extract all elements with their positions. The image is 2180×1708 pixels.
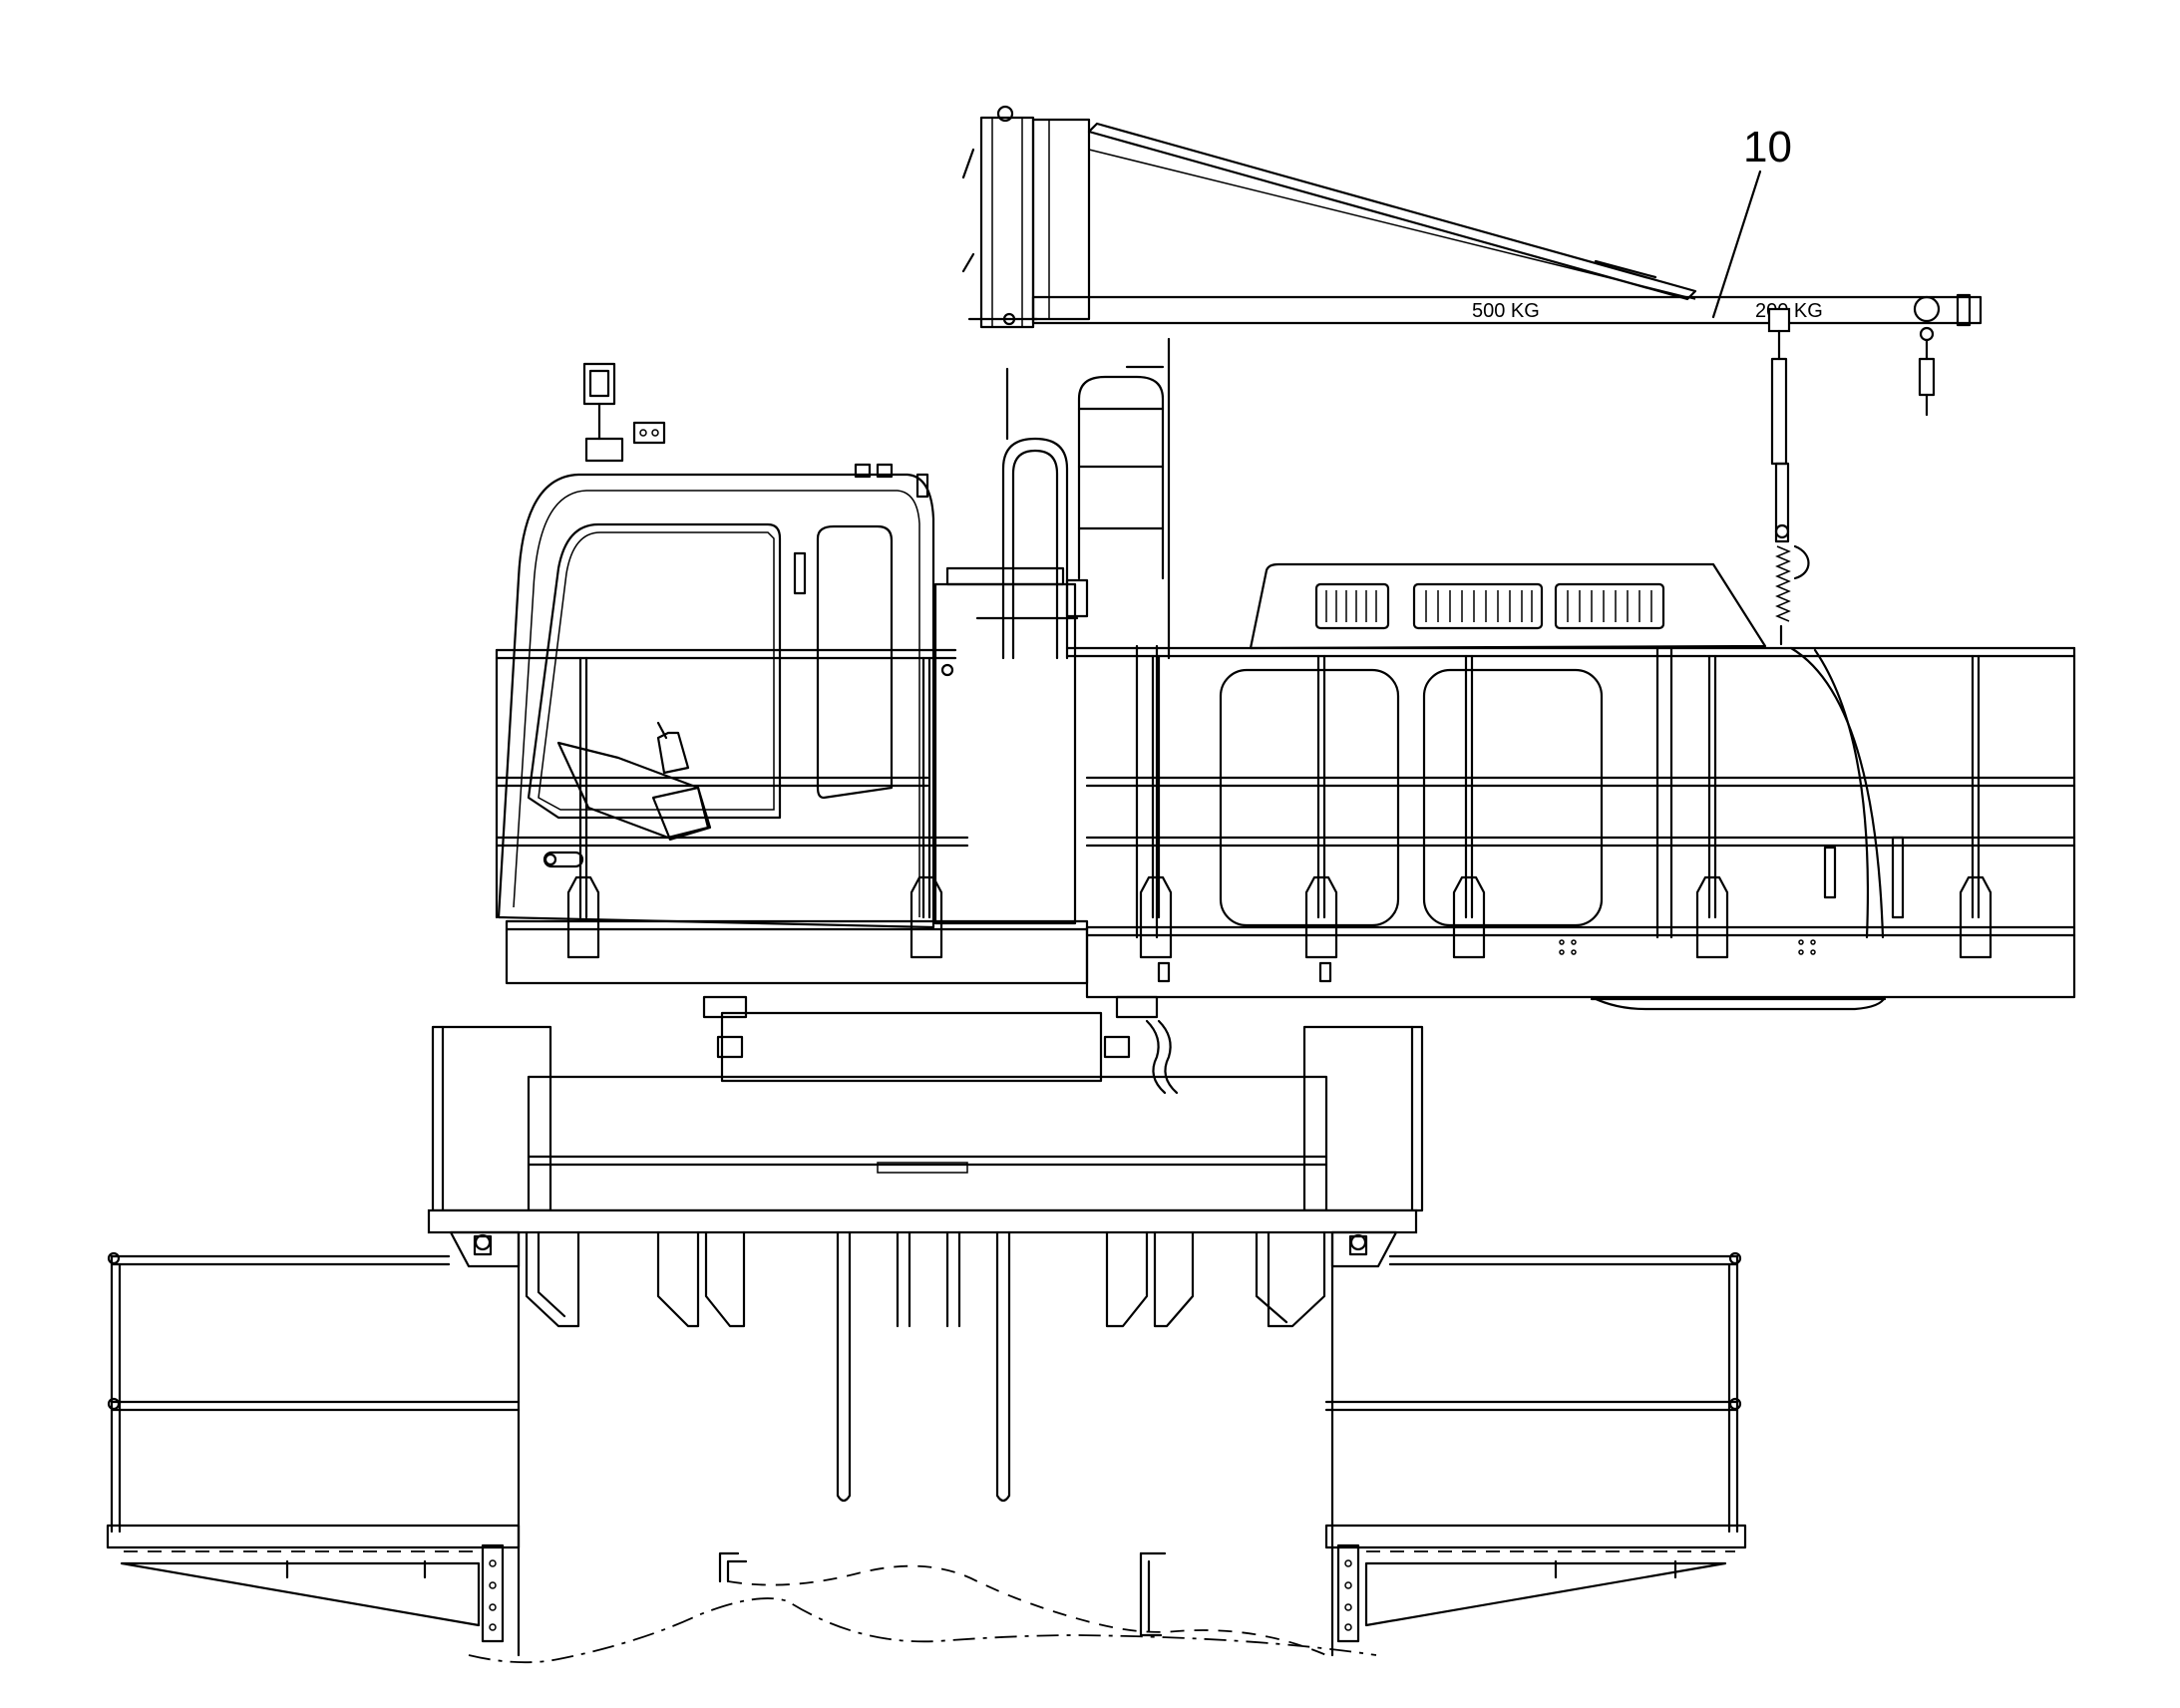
deck-right-section bbox=[1085, 925, 2076, 999]
carriage-base-plate bbox=[427, 1208, 1418, 1234]
counterweight-curve bbox=[1789, 646, 1885, 939]
crane-tie-rod bbox=[1087, 122, 1697, 301]
crane-boom bbox=[1031, 295, 1983, 325]
upper-deck bbox=[505, 919, 2076, 999]
access-ladder bbox=[1077, 337, 1171, 660]
walkway-left-floor bbox=[106, 1524, 521, 1549]
grab-handle bbox=[1001, 367, 1069, 660]
slew-ring bbox=[720, 1011, 1103, 1083]
slew-assembly bbox=[702, 995, 1179, 1095]
engine-side-panel-2 bbox=[1422, 668, 1604, 927]
carriage-frame bbox=[427, 1025, 1424, 1256]
engine-hood bbox=[1249, 562, 1767, 650]
crane-mast bbox=[979, 116, 1035, 329]
handrail-right bbox=[1065, 646, 2076, 959]
handrail-left bbox=[495, 648, 969, 959]
callout-number: 10 bbox=[1743, 123, 1792, 171]
carriage-main-beam bbox=[527, 1075, 1328, 1212]
callout-leader-line bbox=[1711, 170, 1762, 319]
boom-end-pulley bbox=[1913, 295, 1941, 323]
break-line-upper bbox=[727, 1564, 1327, 1656]
trolley bbox=[1767, 307, 1791, 333]
cab-switch-box bbox=[632, 421, 666, 445]
joystick bbox=[656, 731, 690, 775]
control-column-box bbox=[933, 582, 1077, 925]
spring bbox=[1775, 545, 1791, 622]
callout-10: 10 bbox=[1711, 123, 1792, 319]
walkway-left bbox=[106, 1251, 521, 1643]
carriage-leg-right bbox=[1302, 1025, 1424, 1212]
spud-rod-right bbox=[995, 1230, 1011, 1503]
cab-side-window bbox=[816, 524, 894, 800]
engine-housing bbox=[1135, 562, 1905, 1011]
cab-body bbox=[497, 473, 935, 929]
operator-cab bbox=[497, 362, 1089, 929]
capacity-label-500: 500 KG bbox=[1472, 300, 1540, 322]
vent-grille-3 bbox=[1554, 582, 1665, 630]
jib-crane: 500 KG 200 KG bbox=[961, 105, 1983, 646]
cab-front-window bbox=[527, 522, 782, 820]
spud-rod-left bbox=[836, 1230, 852, 1503]
telescopic-arm-upper bbox=[1770, 357, 1788, 466]
break-line-lower bbox=[468, 1597, 1377, 1664]
cutter-frame bbox=[449, 1230, 1398, 1664]
walkway-right-floor bbox=[1324, 1524, 1747, 1549]
vent-grille-2 bbox=[1412, 582, 1544, 630]
walkway-right bbox=[1324, 1251, 1747, 1643]
hand-grip bbox=[1793, 544, 1810, 580]
vent-grille-1 bbox=[1314, 582, 1390, 630]
carriage-leg-left bbox=[431, 1025, 552, 1212]
crane-head-plate bbox=[1031, 118, 1091, 321]
deck-left-section bbox=[505, 919, 1089, 985]
engine-side-panel-1 bbox=[1219, 668, 1400, 927]
telescopic-arm-lower bbox=[1774, 462, 1790, 543]
hook-block bbox=[1918, 357, 1936, 397]
